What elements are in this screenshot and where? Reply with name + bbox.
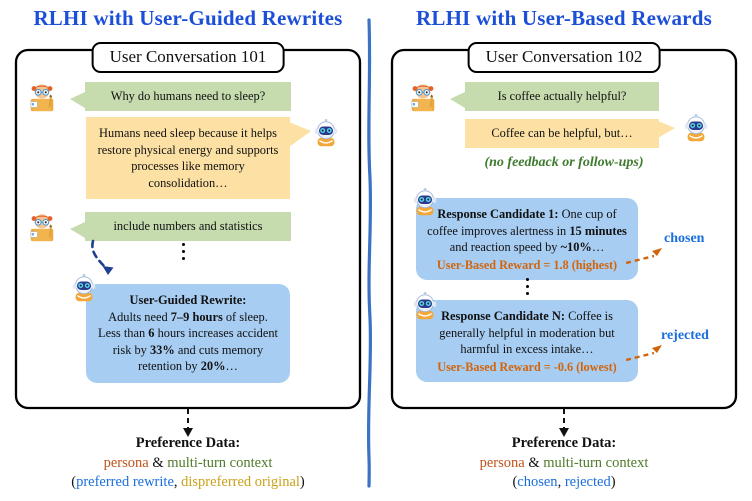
preference-data-left: Preference Data: persona & multi-turn co… [0, 434, 376, 493]
robot-avatar-icon [69, 274, 99, 304]
chat-bubble-assistant-1-right: Coffee can be helpful, but… [465, 119, 659, 148]
robot-avatar-icon [311, 119, 341, 149]
panel-title-left: RLHI with User-Guided Rewrites [33, 6, 343, 30]
dashed-orange-arrow-icon [626, 248, 662, 265]
amp-left: & [148, 454, 168, 471]
context-token-right: multi-turn context [543, 454, 649, 471]
preference-line2-left: (preferred rewrite, dispreferred origina… [0, 473, 376, 493]
preference-line2-right: (chosen, rejected) [376, 473, 752, 493]
bubble-tail-user-1 [70, 92, 85, 108]
dashed-down-arrow-icon [559, 409, 569, 437]
amp-right: & [524, 454, 544, 471]
chat-bubble-user-2: include numbers and statistics [85, 212, 291, 241]
candidate-heading-n: Response Candidate N: [441, 309, 565, 323]
candidate-bubble-1: Response Candidate 1: One cup of coffee … [416, 198, 638, 280]
dashed-orange-arrow-icon [626, 345, 662, 362]
user-scientist-avatar-icon [27, 82, 57, 112]
rewrite-bubble: User-Guided Rewrite: Adults need 7–9 hou… [86, 284, 290, 383]
reward-label-1: User-Based Reward = 1.8 (highest) [436, 257, 618, 272]
candidate-body-1: One cup of coffee improves alertness in … [427, 207, 627, 254]
bubble-tail-user-2 [70, 222, 85, 238]
chat-bubble-user-1-right: Is coffee actually helpful? [465, 82, 659, 111]
verdict-rejected: rejected [661, 328, 709, 343]
candidate-heading-1: Response Candidate 1: [437, 207, 559, 221]
chat-bubble-assistant-1: Humans need sleep because it helps resto… [86, 117, 290, 199]
panel-title-right: RLHI with User-Based Rewards [416, 6, 712, 30]
hand-drawn-vertical-divider-icon [366, 18, 373, 488]
preferred-rewrite-token: preferred rewrite [76, 474, 174, 491]
context-token-left: multi-turn context [167, 454, 273, 471]
persona-token-left: persona [103, 454, 149, 471]
rewrite-body: Adults need 7–9 hours of sleep. Less tha… [98, 309, 278, 374]
user-scientist-avatar-icon [408, 82, 438, 112]
preference-title-right: Preference Data: [511, 435, 617, 451]
close-paren-right: ) [610, 474, 616, 491]
dispreferred-original-token: dispreferred original [181, 474, 300, 491]
panel-user-guided-rewrites: RLHI with User-Guided Rewrites User Conv… [0, 6, 376, 493]
comma-right: , [557, 474, 565, 491]
vertical-ellipsis-icon [182, 243, 185, 260]
user-scientist-avatar-icon [27, 212, 57, 242]
bubble-tail-assistant-1 [289, 122, 311, 147]
chat-bubble-user-1: Why do humans need to sleep? [85, 82, 291, 111]
chosen-token: chosen [517, 474, 558, 491]
robot-avatar-icon [681, 114, 711, 144]
close-paren-left: ) [299, 474, 305, 491]
no-feedback-note: (no feedback or follow-ups) [484, 155, 644, 170]
robot-avatar-icon [410, 292, 440, 322]
dashed-curved-arrow-icon [91, 239, 114, 275]
panel-user-based-rewards: RLHI with User-Based Rewards User Conver… [376, 0, 752, 501]
bubble-tail-assistant-1-right [658, 121, 675, 138]
candidate-bubble-n: Response Candidate N: Coffee is generall… [416, 300, 638, 382]
preference-data-right: Preference Data: persona & multi-turn co… [376, 434, 752, 493]
reward-label-n: User-Based Reward = -0.6 (lowest) [437, 359, 617, 374]
preference-title-left: Preference Data: [135, 435, 241, 451]
conversation-label-left: User Conversation 101 [91, 42, 285, 73]
rewrite-heading: User-Guided Rewrite: [129, 293, 247, 307]
persona-token-right: persona [479, 454, 525, 471]
candidate-body-n: Coffee is generally helpful in moderatio… [439, 309, 615, 356]
vertical-ellipsis-icon [526, 278, 529, 295]
conversation-label-right: User Conversation 102 [467, 42, 661, 73]
open-paren-left: ( [71, 474, 77, 491]
open-paren-right: ( [512, 474, 518, 491]
preference-line1-right: persona & multi-turn context [376, 454, 752, 474]
comma-left: , [173, 474, 182, 491]
rejected-token: rejected [564, 474, 611, 491]
dashed-down-arrow-icon [183, 409, 193, 437]
verdict-chosen: chosen [664, 231, 705, 246]
bubble-tail-user-1-right [450, 92, 465, 108]
robot-avatar-icon [410, 188, 440, 218]
preference-line1-left: persona & multi-turn context [0, 454, 376, 474]
